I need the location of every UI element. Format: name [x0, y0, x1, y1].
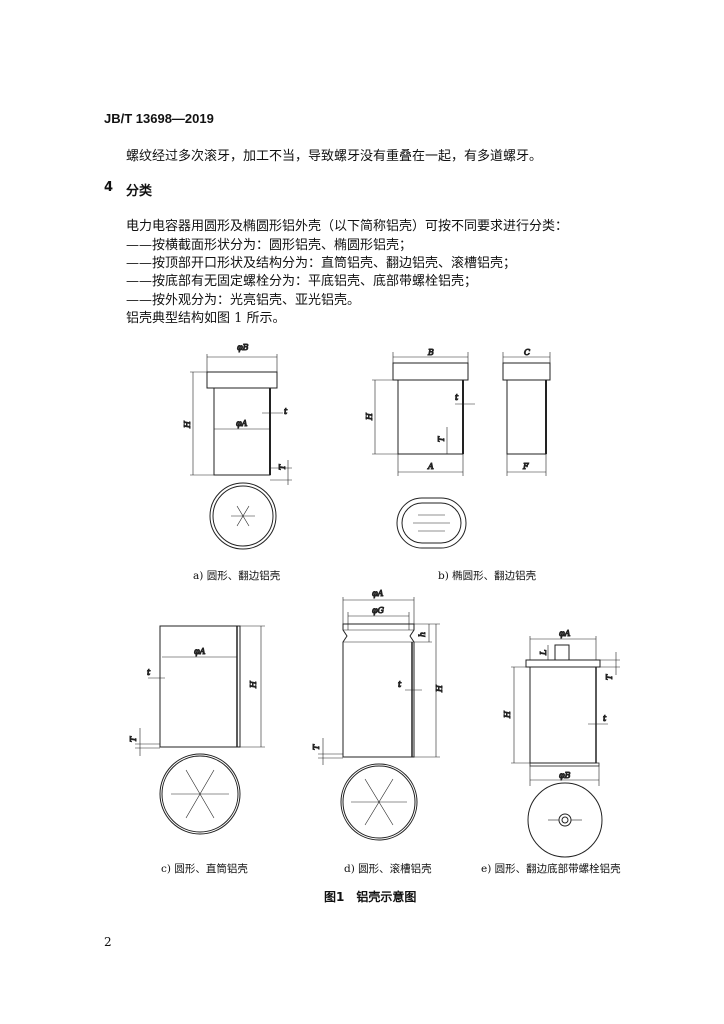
page-number: 2 — [104, 935, 112, 949]
dim-label-H: H — [249, 680, 258, 689]
list-item: ——按外观分为：光亮铝壳、亚光铝壳。 — [126, 293, 361, 308]
figure-title: 图1 铝壳示意图 — [324, 890, 417, 904]
caption-a: a) 圆形、翻边铝壳 — [193, 570, 281, 582]
list-item: ——按横截面形状分为：圆形铝壳、椭圆形铝壳； — [126, 238, 413, 253]
drawing-a-round-flanged — [190, 354, 292, 550]
dim-label-H: H — [435, 684, 444, 693]
dim-label-phiA: φA — [372, 589, 384, 598]
flange — [392, 362, 469, 381]
dim-label-t: t — [455, 393, 459, 402]
paragraph-figure-ref: 铝壳典型结构如图 1 所示。 — [126, 311, 286, 326]
dim-label-phiA: φA — [236, 419, 248, 428]
drawing-c-round-straight — [135, 625, 265, 835]
paragraph-intro: 电力电容器用圆形及椭圆形铝外壳（以下简称铝壳）可按不同要求进行分类： — [126, 219, 569, 234]
section-title: 分类 — [126, 184, 153, 199]
drawing-e-round-flanged-bottom-bolt — [511, 636, 620, 858]
dim-label-T: T — [129, 736, 138, 742]
list-item: ——按顶部开口形状及结构分为：直筒铝壳、翻边铝壳、滚槽铝壳； — [126, 256, 517, 271]
dim-label-t: t — [398, 680, 402, 689]
flange — [206, 371, 278, 389]
dim-label-H: H — [503, 710, 512, 719]
dim-label-t: t — [603, 714, 607, 723]
dim-label-t: t — [284, 407, 288, 416]
dim-label-T: T — [278, 464, 287, 470]
flange-side — [502, 362, 551, 381]
dim-label-H: H — [183, 420, 192, 429]
standard-number: JB/T 13698—2019 — [104, 111, 214, 126]
dim-label-L: L — [539, 650, 548, 656]
drawing-b-oval-flanged — [372, 352, 551, 549]
shell-body — [213, 387, 271, 476]
dim-label-phiB: φB — [559, 771, 571, 780]
dim-label-phiA: φA — [194, 647, 206, 656]
dim-label-B: B — [427, 348, 434, 357]
list-item: ——按底部有无固定螺栓分为：平底铝壳、底部带螺栓铝壳； — [126, 274, 478, 289]
dim-label-T: T — [312, 744, 321, 750]
dim-label-phiB: φB — [237, 343, 249, 352]
dim-label-H: H — [365, 412, 374, 421]
caption-b: b) 椭圆形、翻边铝壳 — [438, 570, 537, 582]
caption-d: d) 圆形、滚槽铝壳 — [344, 863, 432, 875]
intro-line: 螺纹经过多次滚牙，加工不当，导致螺牙没有重叠在一起，有多道螺牙。 — [126, 149, 543, 164]
bolt — [554, 644, 570, 661]
flange — [525, 659, 601, 668]
dim-label-t: t — [147, 668, 151, 677]
dim-label-A: A — [427, 462, 434, 471]
dim-label-h: h — [418, 632, 427, 637]
section-number: 4 — [104, 180, 114, 195]
dim-label-T: T — [605, 674, 614, 680]
caption-e: e) 圆形、翻边底部带螺栓铝壳 — [481, 863, 621, 875]
dim-label-F: F — [522, 462, 529, 471]
dim-label-phiA: φA — [559, 629, 571, 638]
dim-label-phiG: φG — [372, 606, 385, 615]
dim-label-C: C — [524, 348, 530, 357]
dim-label-T: T — [437, 436, 446, 442]
drawing-d-round-rolled-groove — [318, 597, 440, 841]
caption-c: c) 圆形、直筒铝壳 — [161, 863, 248, 875]
